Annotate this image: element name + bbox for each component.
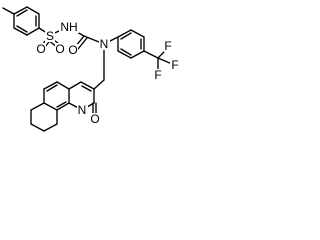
bond-ch2-ring <box>93 79 105 90</box>
bond-methyl-ring <box>2 7 15 15</box>
atom-s: S <box>45 29 55 43</box>
atom-labels: S O O NH O N F F <box>36 20 180 126</box>
atom-f-right: F <box>170 58 180 72</box>
atom-n-ring: N <box>77 103 88 117</box>
bond-q-a-inner <box>81 85 92 92</box>
atom-s-label: S <box>46 29 54 43</box>
bond-tolyl-1 <box>13 6 28 15</box>
chemical-structure: S O O NH O N F F <box>2 6 180 132</box>
bond-b-a <box>56 81 70 90</box>
bond-aryl-inner-a <box>120 32 132 40</box>
bond-c-f-right <box>157 57 173 65</box>
bond-tolyl-inner-a <box>16 9 28 17</box>
atom-f-top: F <box>164 39 173 53</box>
bond-aryl-cf3 <box>143 50 159 59</box>
atom-o-urea: O <box>68 43 78 57</box>
atom-n-urea: N <box>99 37 110 51</box>
bond-c-o-urea-b <box>77 37 88 50</box>
atom-f-right-label: F <box>171 58 178 72</box>
bond-aryl-4 <box>130 50 145 59</box>
bond-b-e <box>56 102 70 111</box>
atom-o-urea-label: O <box>68 43 77 57</box>
bond-tolyl-5 <box>13 27 28 36</box>
bond-b-b <box>43 81 58 90</box>
atom-o-sulfonyl-right-label: O <box>55 42 64 56</box>
bond-aryl-2 <box>130 29 145 38</box>
bond-q-a <box>80 81 95 90</box>
bond-aryl-inner-c <box>120 48 132 56</box>
atom-o-lactam-label: O <box>90 112 99 126</box>
atom-o-sulfonyl-left-label: O <box>36 42 45 56</box>
atom-f-bottom-label: F <box>154 68 161 82</box>
bond-aryl-1 <box>117 29 132 38</box>
atom-o-lactam: O <box>90 112 100 126</box>
atom-nh: NH <box>59 20 79 34</box>
atom-f-top-label: F <box>164 39 171 53</box>
bond-q-f <box>68 81 82 90</box>
bond-tolyl-4 <box>26 27 40 36</box>
atom-o-sulfonyl-left: O <box>36 42 46 56</box>
bond-b-inner-a <box>46 84 58 92</box>
atom-f-bottom: F <box>153 68 163 82</box>
bond-tolyl-2 <box>26 6 40 15</box>
bond-tolyl-inner-c <box>16 25 28 33</box>
bond-b-inner-b <box>56 101 67 108</box>
bond-aryl-5 <box>117 50 132 59</box>
atom-o-sulfonyl-right: O <box>55 42 65 56</box>
bond-s-c <box>30 123 45 132</box>
bond-s-d <box>43 123 58 132</box>
atom-n-ring-label: N <box>78 103 87 117</box>
bond-b-d <box>43 102 58 111</box>
atom-nh-label: NH <box>60 20 77 34</box>
atom-n-urea-label: N <box>100 37 109 51</box>
bond-s-a <box>30 102 45 111</box>
